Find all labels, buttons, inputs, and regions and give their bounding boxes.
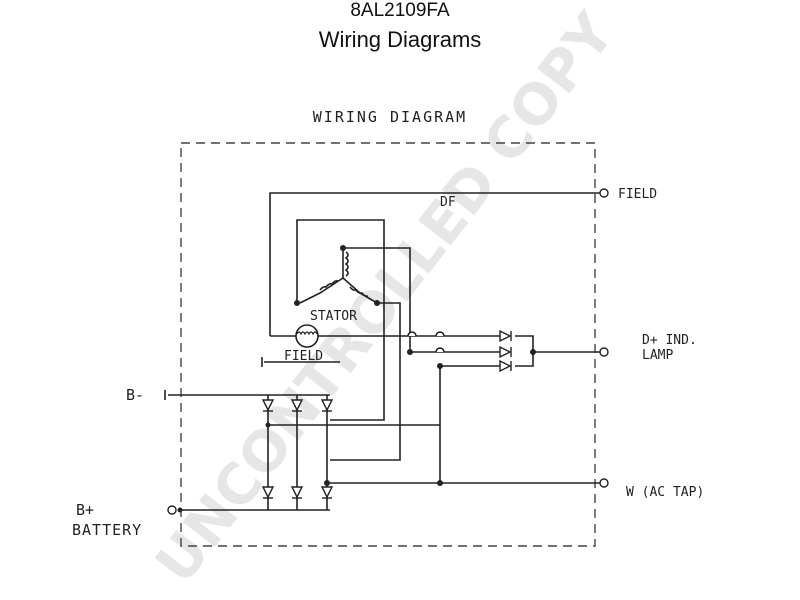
stator-frame-wire — [296, 219, 385, 421]
diagram-heading: WIRING DIAGRAM — [313, 108, 467, 126]
exciter-diodes — [499, 329, 512, 373]
part-number-title: 8AL2109FA — [350, 0, 450, 21]
phase-wire-1 — [343, 247, 411, 352]
junction-dots — [177, 245, 536, 513]
df-label: DF — [440, 195, 456, 210]
df-wire — [269, 192, 600, 336]
rectifier-diodes — [261, 399, 334, 499]
phase-wire-2 — [330, 302, 401, 461]
w-terminal-label: W (AC TAP) — [626, 485, 704, 500]
stator-label: STATOR — [310, 309, 357, 324]
diagram-subtitle: Wiring Diagrams — [318, 27, 482, 52]
field-internal-label: FIELD — [284, 349, 323, 364]
housing-outline — [180, 142, 596, 547]
b-minus-label: B- — [126, 386, 144, 404]
field-terminal-label: FIELD — [618, 187, 657, 202]
w-terminal — [599, 478, 609, 488]
watermark-text: UNCONTROLLED COPY — [143, 1, 628, 596]
d-plus-label-line2: LAMP — [642, 348, 673, 363]
battery-label: BATTERY — [72, 521, 142, 539]
stator-winding — [299, 248, 378, 304]
d-plus-label-line1: D+ IND. — [642, 333, 697, 348]
b-plus-label: B+ — [76, 501, 94, 519]
d-plus-terminal — [599, 347, 609, 357]
b-plus-terminal — [167, 505, 177, 515]
field-terminal — [599, 188, 609, 198]
